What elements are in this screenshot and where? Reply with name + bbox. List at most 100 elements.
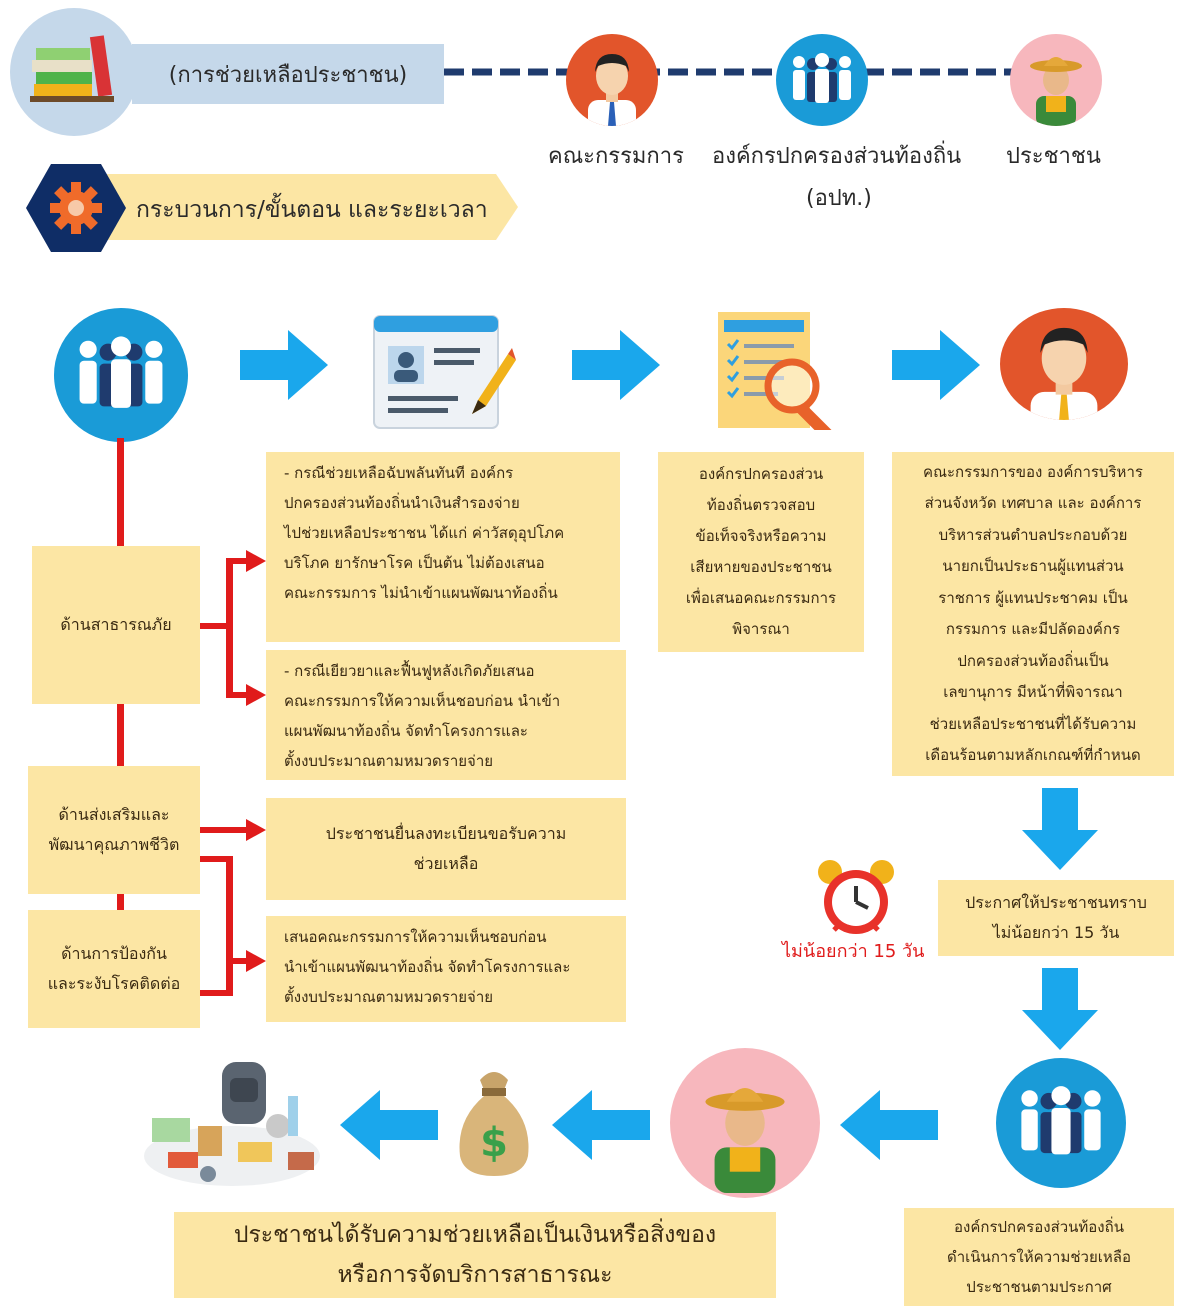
box-committee-line-10: เดือนร้อนตามหลักเกณฑ์ที่กำหนด: [925, 746, 1141, 764]
role-local-admin-label: องค์กรปกครองส่วนท้องถิ่น: [712, 144, 962, 169]
connector-emergency-h: [226, 558, 250, 564]
box-committee-line-9: ช่วยเหลือประชาชนที่ได้รับความ: [929, 714, 1137, 733]
topic-banner: (การช่วยเหลือประชาชน): [132, 44, 444, 104]
man-icon: [1030, 327, 1098, 420]
box-recovery-line-1: - กรณีเยียวยาและฟื้นฟูหลังเกิดภัยเสนอ: [284, 662, 535, 680]
box-emergency-line-1: - กรณีช่วยเหลือฉับพลันทันที องค์กร: [284, 464, 514, 482]
box-emergency: - กรณีช่วยเหลือฉับพลันทันที องค์กร ปกครอ…: [266, 452, 620, 642]
box-committee-line-2: ส่วนจังหวัด เทศบาล และ องค์การ: [924, 494, 1142, 512]
box-committee-line-5: ราชการ ผู้แทนประชาคม เป็น: [938, 588, 1128, 607]
box-propose-line-3: ตั้งงบประมาณตามหมวดรายจ่าย: [284, 988, 494, 1006]
local-admin-avatar: [996, 1058, 1126, 1188]
box-committee-line-6: กรรมการ และมีปลัดองค์กร: [945, 620, 1121, 638]
category-disease: ด้านการป้องกัน และระงับโรคติดต่อ: [28, 910, 200, 1028]
box-propose-line-2: นำเข้าแผนพัฒนาท้องถิ่น จัดทำโครงการและ: [284, 958, 571, 976]
box-recovery: - กรณีเยียวยาและฟื้นฟูหลังเกิดภัยเสนอ คณ…: [266, 650, 626, 780]
box-emergency-line-5: คณะกรรมการ ไม่นำเข้าแผนพัฒนาท้องถิ่น: [284, 584, 558, 602]
box-operate: องค์กรปกครองส่วนท้องถิ่น ดำเนินการให้ควา…: [904, 1208, 1174, 1306]
books-icon-circle: [10, 8, 138, 136]
arrow-left-icon: [552, 1090, 650, 1160]
box-committee-line-1: คณะกรรมการของ องค์การบริหาร: [923, 462, 1143, 481]
alarm-clock-icon: [818, 860, 894, 934]
topic-text: (การช่วยเหลือประชาชน): [168, 62, 408, 88]
arrow-down-icon: [1022, 788, 1098, 870]
connector-propose-h: [226, 958, 250, 964]
box-announce-line-1: ประกาศให้ประชาชนทราบ: [965, 893, 1147, 912]
box-committee-line-4: นายกเป็นประธานผู้แทนส่วน: [942, 557, 1124, 575]
roles-dashed-connector: [444, 68, 1024, 76]
box-recovery-line-2: คณะกรรมการให้ความเห็นชอบก่อน นำเข้า: [284, 692, 561, 710]
farmer-icon: [1030, 57, 1082, 126]
people-group-icon: [793, 53, 851, 103]
box-operate-line-3: ประชาชนตามประกาศ: [966, 1278, 1112, 1296]
red-arrow-head: [246, 550, 266, 572]
category-public-disaster: ด้านสาธารณภัย: [32, 546, 200, 704]
money-bag-icon: $: [459, 1072, 529, 1176]
arrow-right-icon: [892, 330, 980, 400]
connector-register-h: [200, 827, 250, 833]
box-register-line-1: ประชาชนยื่นลงทะเบียนขอรับความ: [325, 824, 567, 843]
box-announce: ประกาศให้ประชาชนทราบ ไม่น้อยกว่า 15 วัน: [938, 880, 1174, 956]
connector-propose-v: [226, 856, 233, 996]
red-arrow-head: [246, 819, 266, 841]
box-committee-line-7: ปกครองส่วนท้องถิ่นเป็น: [957, 651, 1109, 670]
svg-text:$: $: [480, 1120, 508, 1166]
books-icon: [30, 35, 114, 102]
id-form-icon: [373, 315, 516, 429]
box-register: ประชาชนยื่นลงทะเบียนขอรับความ ช่วยเหลือ: [266, 798, 626, 900]
box-committee-line-8: เลขานุการ มีหน้าที่พิจารณา: [943, 683, 1123, 701]
role-local-admin-sub: (อปท.): [806, 186, 872, 211]
connector-recovery-h: [226, 692, 250, 698]
supplies-icon: [144, 1062, 320, 1186]
box-inspect: องค์กรปกครองส่วน ท้องถิ่นตรวจสอบ ข้อเท็จ…: [658, 452, 864, 652]
farmer-icon: [705, 1088, 785, 1193]
category-life-quality-line-1: ด้านส่งเสริมและ: [58, 805, 170, 824]
role-committee-label: คณะกรรมการ: [548, 144, 684, 169]
clock-duration-label: ไม่น้อยกว่า 15 วัน: [782, 941, 925, 962]
committee-avatar: [1000, 308, 1128, 420]
people-group-icon: [1021, 1086, 1101, 1155]
box-result-line-1: ประชาชนได้รับความช่วยเหลือเป็นเงินหรือสิ…: [233, 1222, 717, 1248]
connector-vertical-low: [117, 894, 124, 910]
box-inspect-line-6: พิจารณา: [732, 620, 790, 638]
box-inspect-line-1: องค์กรปกครองส่วน: [698, 465, 824, 483]
connector-vertical-top: [117, 438, 124, 546]
box-recovery-line-4: ตั้งงบประมาณตามหมวดรายจ่าย: [284, 752, 494, 770]
process-title-banner: [104, 174, 518, 240]
role-local-admin-avatar: [776, 34, 868, 126]
arrow-down-icon: [1022, 968, 1098, 1050]
connector-vertical-mid: [117, 704, 124, 766]
category-public-disaster-text: ด้านสาธารณภัย: [60, 615, 172, 634]
category-life-quality-line-2: พัฒนาคุณภาพชีวิต: [48, 835, 180, 854]
box-register-line-2: ช่วยเหลือ: [413, 854, 479, 873]
box-inspect-line-2: ท้องถิ่นตรวจสอบ: [706, 496, 816, 514]
box-propose: เสนอคณะกรรมการให้ความเห็นชอบก่อน นำเข้าแ…: [266, 916, 626, 1022]
box-inspect-line-5: เพื่อเสนอคณะกรรมการ: [685, 589, 837, 607]
box-inspect-line-3: ข้อเท็จจริงหรือความ: [695, 527, 827, 545]
box-result-line-2: หรือการจัดบริการสาธารณะ: [337, 1262, 613, 1288]
box-result: ประชาชนได้รับความช่วยเหลือเป็นเงินหรือสิ…: [174, 1212, 776, 1298]
step-group-avatar: [54, 308, 188, 442]
people-group-icon: [79, 336, 163, 408]
red-arrow-head: [246, 684, 266, 706]
box-recovery-line-3: แผนพัฒนาท้องถิ่น จัดทำโครงการและ: [284, 722, 528, 740]
arrow-right-icon: [240, 330, 328, 400]
role-committee-avatar: [566, 34, 658, 126]
box-inspect-line-4: เสียหายของประชาชน: [690, 558, 832, 576]
connector-life-to-propose-h: [200, 856, 232, 862]
man-icon: [588, 54, 636, 126]
box-emergency-line-2: ปกครองส่วนท้องถิ่นนำเงินสำรองจ่าย: [284, 494, 520, 512]
arrow-right-icon: [572, 330, 660, 400]
box-committee: คณะกรรมการของ องค์การบริหาร ส่วนจังหวัด …: [892, 452, 1174, 776]
box-emergency-line-4: บริโภค ยารักษาโรค เป็นต้น ไม่ต้องเสนอ: [284, 554, 545, 572]
citizen-avatar: [670, 1048, 820, 1198]
process-title: กระบวนการ/ขั้นตอน และระยะเวลา: [136, 197, 488, 223]
connector-disaster-h: [200, 623, 232, 629]
category-life-quality: ด้านส่งเสริมและ พัฒนาคุณภาพชีวิต: [28, 766, 200, 894]
box-committee-line-3: บริหารส่วนตำบลประกอบด้วย: [938, 525, 1128, 544]
category-disease-line-2: และระงับโรคติดต่อ: [47, 974, 181, 993]
connector-disease-h: [200, 990, 232, 996]
box-propose-line-1: เสนอคณะกรรมการให้ความเห็นชอบก่อน: [284, 928, 547, 946]
box-announce-line-2: ไม่น้อยกว่า 15 วัน: [992, 923, 1120, 942]
box-emergency-line-3: ไปช่วยเหลือประชาชน ได้แก่ ค่าวัสดุอุปโภค: [284, 524, 565, 542]
